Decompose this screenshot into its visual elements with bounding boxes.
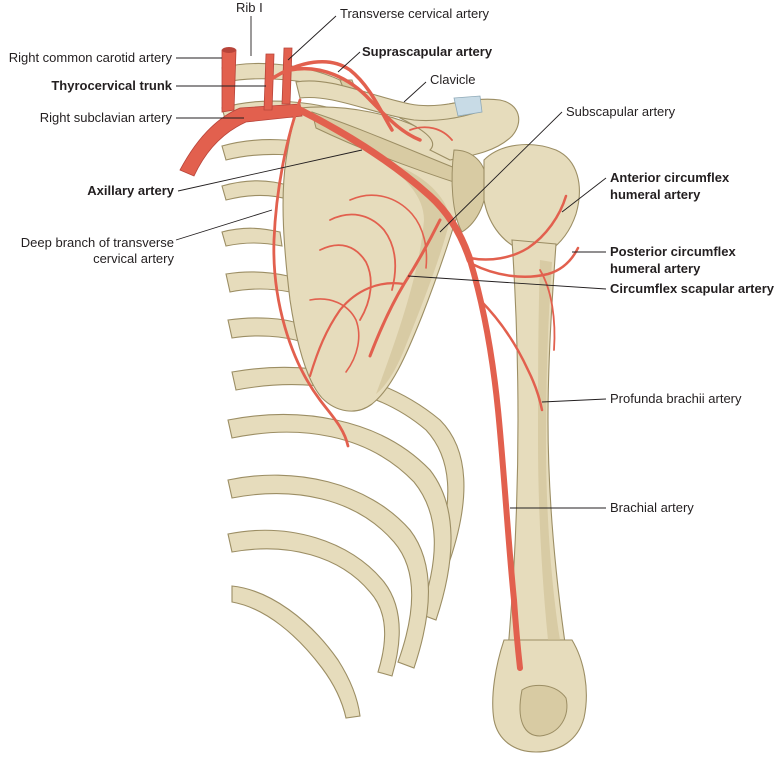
scapular-network-4 bbox=[309, 298, 360, 373]
label-subscapular: Subscapular artery bbox=[566, 104, 676, 119]
label-deep-branch-2: cervical artery bbox=[93, 251, 174, 266]
scapular-network-3 bbox=[349, 194, 428, 269]
label-anterior-circumflex-2: humeral artery bbox=[610, 187, 701, 202]
leader-transverse-cervical bbox=[287, 15, 337, 61]
rib-5 bbox=[221, 227, 283, 247]
label-transverse-cervical: Transverse cervical artery bbox=[340, 6, 490, 21]
label-clavicle: Clavicle bbox=[430, 72, 476, 87]
label-anterior-circumflex-1: Anterior circumflex bbox=[610, 170, 730, 185]
rib-7 bbox=[227, 317, 303, 343]
profunda-brachii-vessel bbox=[478, 298, 544, 412]
acromioclavicular-cartilage bbox=[453, 95, 483, 117]
label-posterior-circumflex-2: humeral artery bbox=[610, 261, 701, 276]
leader-lines bbox=[175, 15, 607, 509]
label-brachial: Brachial artery bbox=[610, 500, 694, 515]
right-common-carotid-vessel bbox=[221, 49, 237, 113]
rib-10 bbox=[227, 474, 429, 669]
leader-circumflex-scapular bbox=[407, 275, 607, 290]
leader-clavicle bbox=[403, 81, 427, 103]
humerus-condyle bbox=[519, 684, 568, 737]
humerus-shaft bbox=[507, 239, 567, 651]
label-axillary: Axillary artery bbox=[87, 183, 174, 198]
posterior-circumflex-vessel bbox=[470, 246, 580, 278]
label-circumflex-scapular: Circumflex scapular artery bbox=[610, 281, 775, 296]
carotid-lumen bbox=[222, 47, 236, 53]
scapula bbox=[282, 98, 520, 412]
leader-suprascapular bbox=[337, 51, 361, 73]
acromial-branch bbox=[409, 126, 453, 141]
label-thyrocervical-trunk: Thyrocervical trunk bbox=[51, 78, 172, 93]
clavicle-bone bbox=[295, 80, 483, 122]
humerus-shade bbox=[538, 260, 560, 640]
deep-branch-vessel bbox=[272, 98, 350, 448]
label-posterior-circumflex-1: Posterior circumflex bbox=[610, 244, 736, 259]
label-deep-branch-1: Deep branch of transverse bbox=[20, 235, 174, 250]
scapular-network-1 bbox=[329, 213, 397, 291]
label-right-common-carotid: Right common carotid artery bbox=[8, 50, 172, 65]
brachial-vessel bbox=[467, 257, 523, 671]
humerus-head bbox=[483, 144, 580, 253]
label-profunda-brachii: Profunda brachii artery bbox=[610, 391, 742, 406]
leader-subscapular bbox=[439, 111, 563, 233]
label-suprascapular: Suprascapular artery bbox=[362, 44, 493, 59]
rib-6 bbox=[225, 271, 291, 293]
rib-11 bbox=[227, 529, 400, 677]
thyrocervical-trunk-vessel bbox=[263, 53, 275, 111]
leader-anterior-circumflex bbox=[561, 177, 607, 213]
label-right-subclavian: Right subclavian artery bbox=[39, 110, 172, 125]
leader-axillary bbox=[177, 149, 363, 192]
vertebral-vessel bbox=[281, 47, 293, 105]
scapula-shade bbox=[376, 160, 450, 394]
anterior-circumflex-vessel bbox=[468, 194, 568, 261]
suprascapular-vessel bbox=[288, 66, 422, 142]
humeral-anastomosis bbox=[539, 269, 556, 351]
leader-deep-branch bbox=[175, 209, 273, 241]
label-rib-i: Rib I bbox=[236, 0, 263, 15]
axillary-vessel bbox=[296, 106, 474, 264]
scapular-network-2 bbox=[319, 244, 372, 321]
humerus bbox=[483, 144, 587, 753]
circumflex-scapular-vessel bbox=[308, 282, 406, 378]
rib-12 bbox=[231, 585, 361, 719]
arteries bbox=[179, 47, 580, 671]
leader-profunda-brachii bbox=[541, 398, 607, 403]
